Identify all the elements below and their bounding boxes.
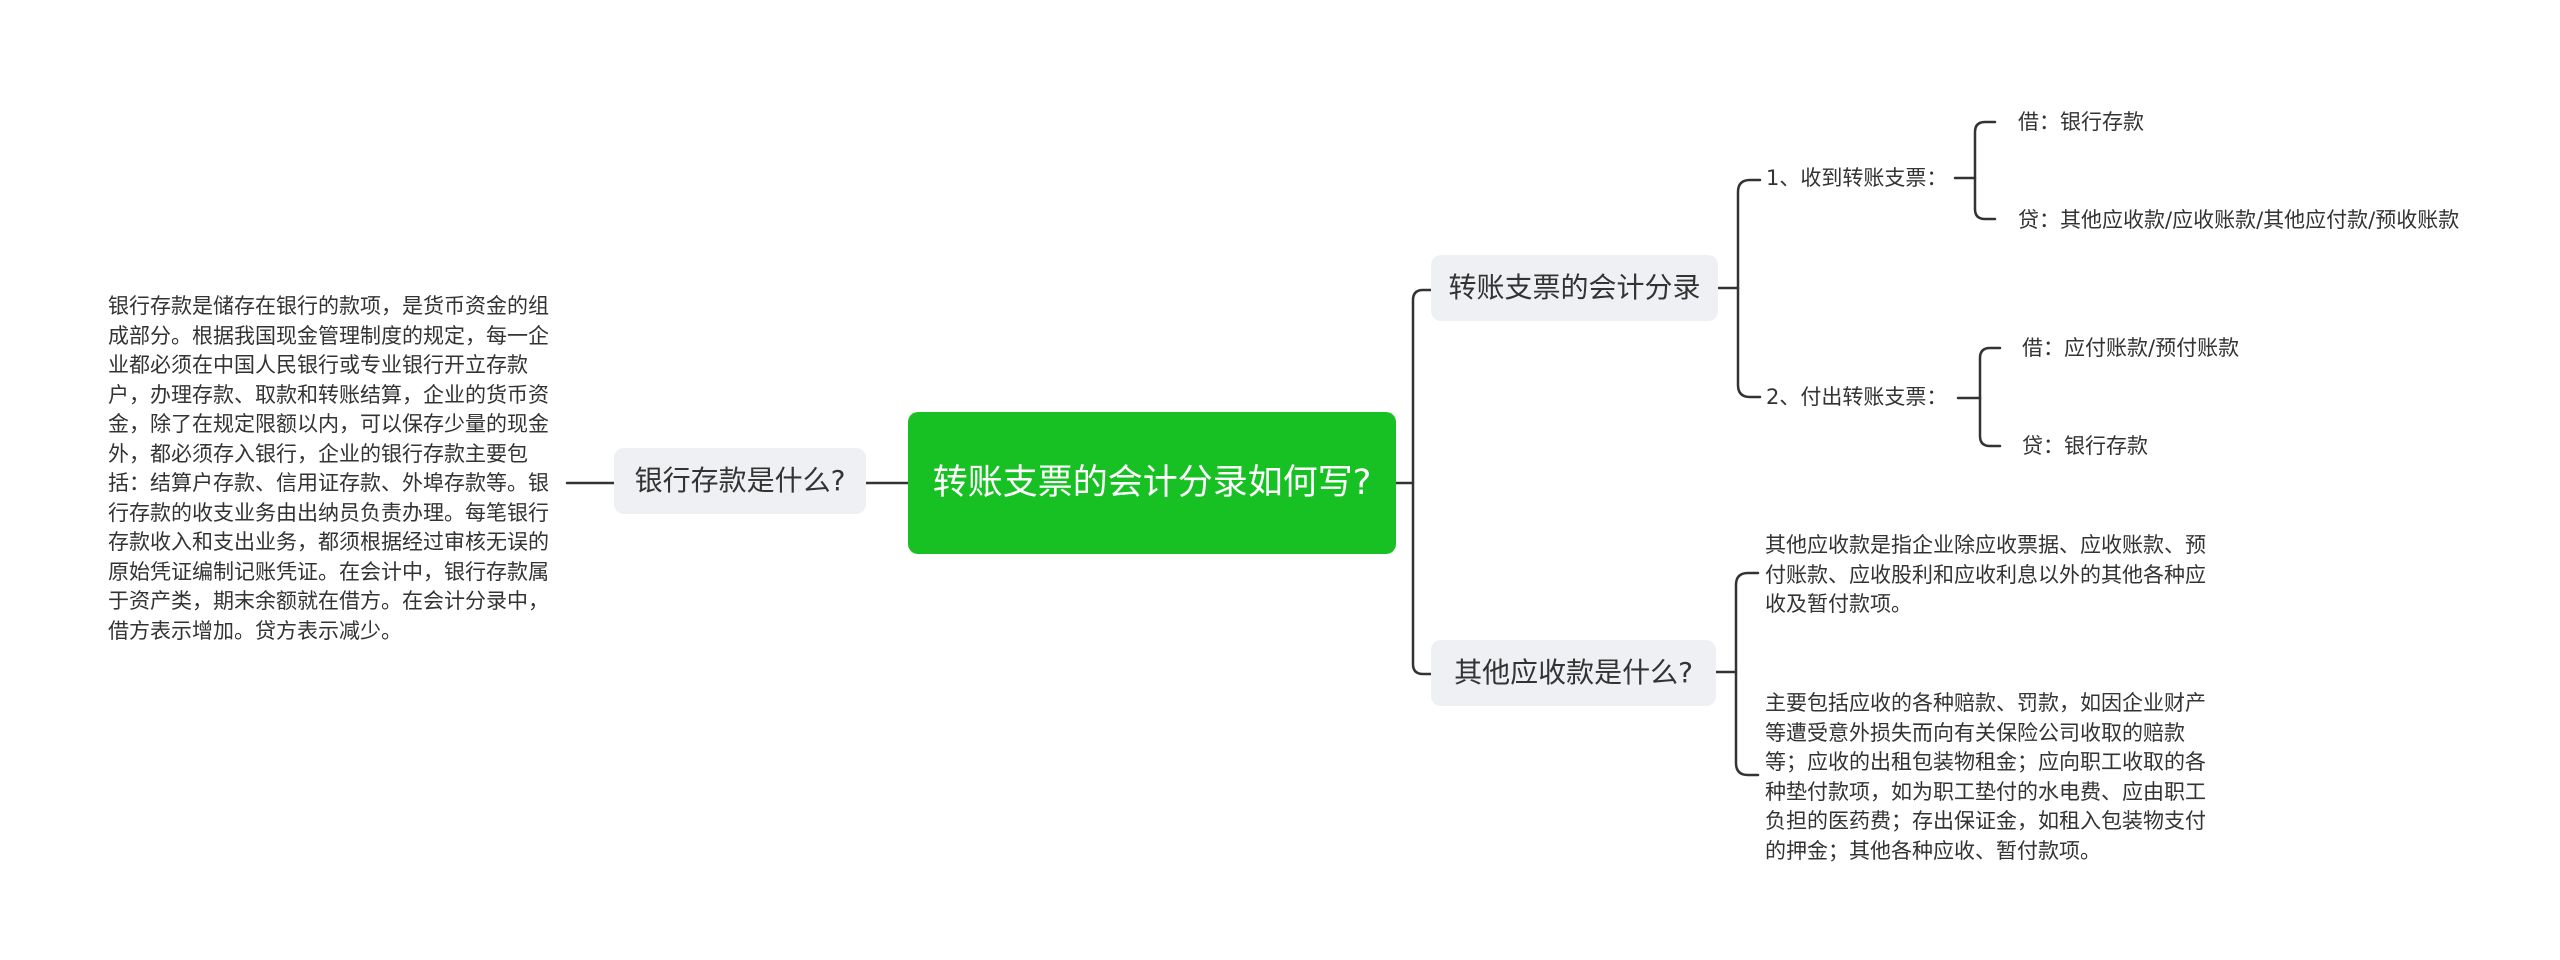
topic-bank-deposit[interactable]: 银行存款是什么? <box>614 448 866 514</box>
connector-b2-fork <box>1734 571 1760 777</box>
leaf-pay-debit[interactable]: 借：应付账款/预付账款 <box>2022 333 2442 363</box>
topic-transfer-cheque-entries-label: 转账支票的会计分录 <box>1448 271 1701 304</box>
topic-other-receivables-label: 其他应收款是什么? <box>1454 656 1693 689</box>
bank-deposit-description: 银行存款是储存在银行的款项，是货币资金的组成部分。根据我国现金管理制度的规定，每… <box>108 292 563 646</box>
other-receivables-definition-text: 其他应收款是指企业除应收票据、应收账款、预付账款、应收股利和应收利息以外的其他各… <box>1765 533 2206 616</box>
leaf-receive-debit[interactable]: 借：银行存款 <box>2018 107 2458 137</box>
other-receivables-definition: 其他应收款是指企业除应收票据、应收账款、预付账款、应收股利和应收利息以外的其他各… <box>1765 531 2220 620</box>
connector-s1-fork <box>1973 120 1997 221</box>
bank-deposit-description-text: 银行存款是储存在银行的款项，是货币资金的组成部分。根据我国现金管理制度的规定，每… <box>108 294 549 643</box>
topic-transfer-cheque-entries[interactable]: 转账支票的会计分录 <box>1431 255 1718 321</box>
other-receivables-details: 主要包括应收的各种赔款、罚款，如因企业财产等遭受意外损失而向有关保险公司收取的赔… <box>1765 689 2220 866</box>
root-topic-label: 转账支票的会计分录如何写? <box>932 463 1372 503</box>
subtopic-receive-cheque-label: 1、收到转账支票： <box>1766 166 1948 190</box>
other-receivables-details-text: 主要包括应收的各种赔款、罚款，如因企业财产等遭受意外损失而向有关保险公司收取的赔… <box>1765 691 2206 863</box>
subtopic-receive-cheque[interactable]: 1、收到转账支票： <box>1766 164 1947 192</box>
leaf-receive-credit-label: 贷：其他应收款/应收账款/其他应付款/预收账款 <box>2018 208 2460 232</box>
leaf-receive-credit[interactable]: 贷：其他应收款/应收账款/其他应付款/预收账款 <box>2018 205 2468 235</box>
connector-s2-fork <box>1978 346 2002 448</box>
leaf-receive-debit-label: 借：银行存款 <box>2018 110 2144 134</box>
subtopic-pay-cheque[interactable]: 2、付出转账支票： <box>1766 383 1947 411</box>
connector-right-fork <box>1411 288 1433 676</box>
subtopic-pay-cheque-label: 2、付出转账支票： <box>1766 385 1948 409</box>
connector-b1-fork <box>1736 178 1762 399</box>
leaf-pay-credit[interactable]: 贷：银行存款 <box>2022 431 2442 461</box>
topic-other-receivables[interactable]: 其他应收款是什么? <box>1431 640 1716 706</box>
root-topic[interactable]: 转账支票的会计分录如何写? <box>908 412 1396 554</box>
topic-bank-deposit-label: 银行存款是什么? <box>634 464 846 497</box>
leaf-pay-debit-label: 借：应付账款/预付账款 <box>2022 336 2240 360</box>
leaf-pay-credit-label: 贷：银行存款 <box>2022 434 2148 458</box>
